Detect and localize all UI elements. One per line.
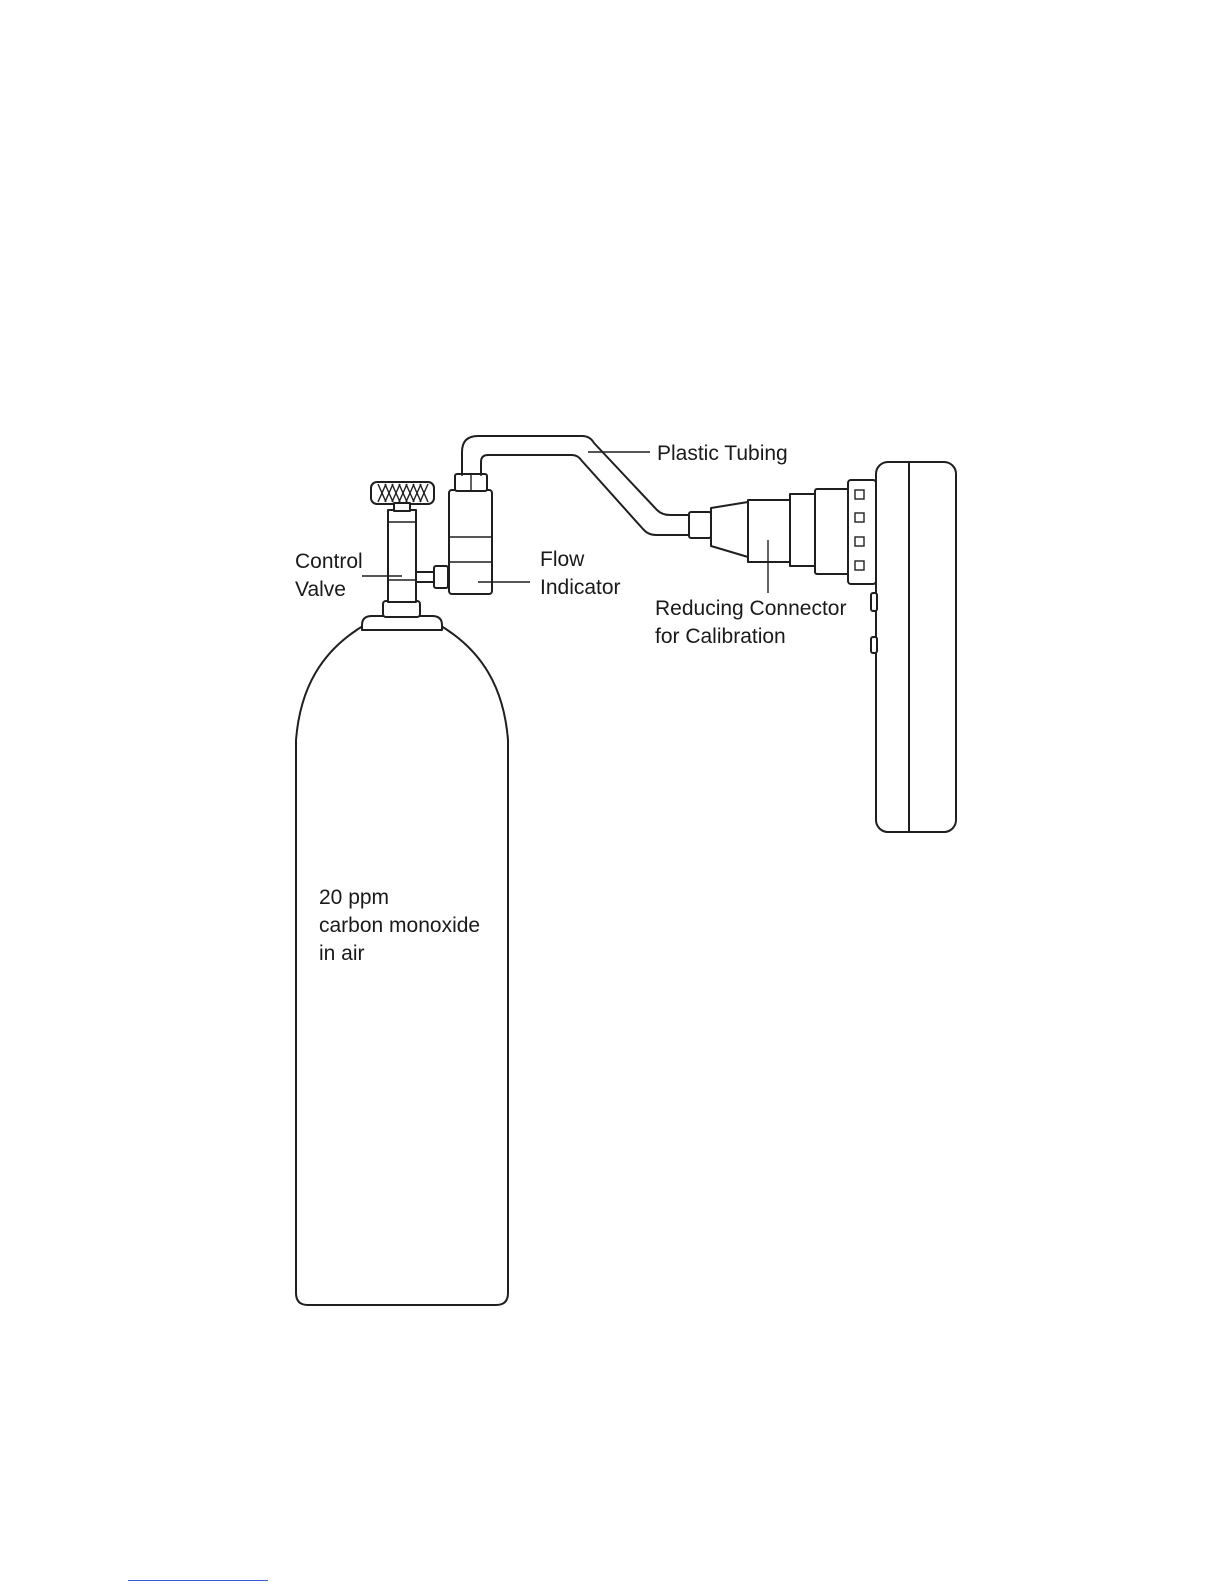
connector-taper bbox=[711, 502, 748, 557]
label-control-valve: Control Valve bbox=[295, 550, 369, 601]
label-flow-indicator: Flow Indicator bbox=[540, 548, 621, 599]
knob-stem bbox=[394, 503, 410, 511]
detector-instrument bbox=[848, 462, 956, 832]
connector-sleeve bbox=[748, 500, 791, 562]
footnote-rule bbox=[128, 1580, 268, 1581]
label-reducing-connector: Reducing Connector for Calibration bbox=[655, 597, 852, 648]
detector-body bbox=[876, 462, 956, 832]
cylinder-shoulder-cap bbox=[362, 616, 442, 630]
connector-flange bbox=[815, 489, 849, 574]
side-button-lower bbox=[871, 637, 877, 653]
side-button bbox=[871, 593, 877, 611]
tube-ferrule bbox=[689, 512, 711, 538]
reducing-connector bbox=[689, 489, 849, 574]
valve-body bbox=[388, 510, 416, 602]
control-valve bbox=[371, 482, 448, 617]
connector-collar bbox=[790, 494, 816, 566]
valve-neck bbox=[383, 601, 420, 617]
plastic-tubing bbox=[462, 436, 690, 535]
flow-indicator bbox=[449, 474, 492, 594]
valve-nut bbox=[434, 566, 448, 588]
label-plastic-tubing: Plastic Tubing bbox=[657, 442, 788, 465]
sensor-port bbox=[848, 480, 876, 584]
flow-indicator-body bbox=[449, 490, 492, 594]
